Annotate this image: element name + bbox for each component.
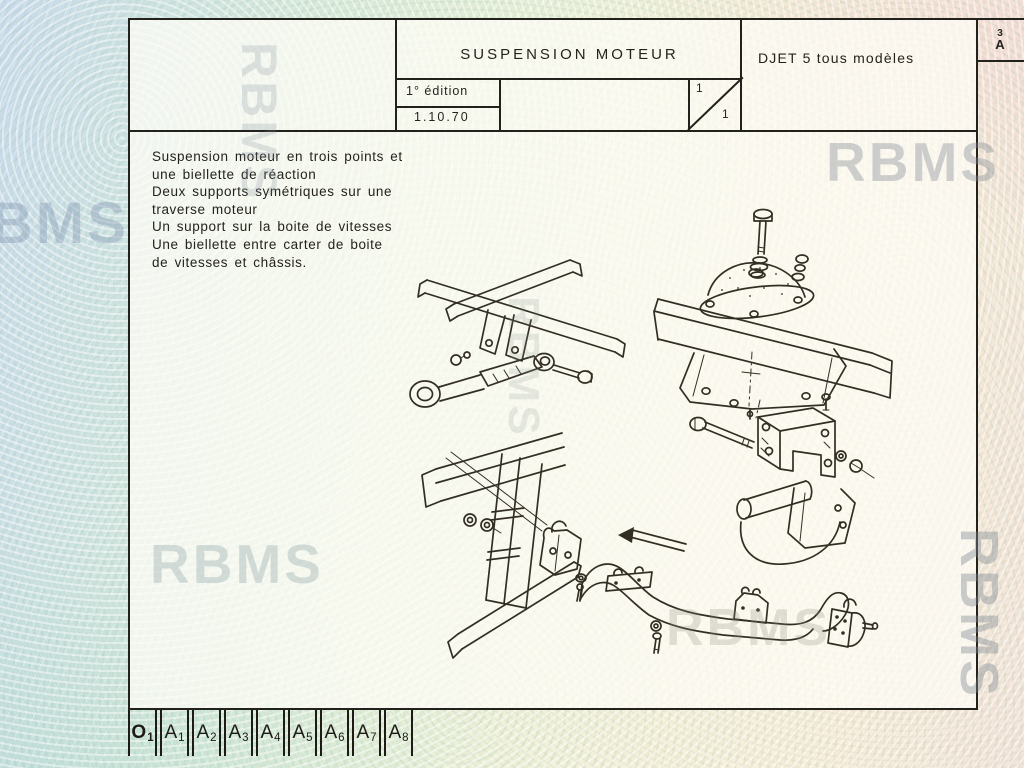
tab-subscript: 2 <box>210 732 217 744</box>
tab-subscript: 4 <box>274 732 281 744</box>
sheet-box-divider <box>688 78 690 130</box>
edition-cell-rule <box>395 106 501 108</box>
description-paragraph: Suspension moteur en trois points et une… <box>152 148 472 271</box>
tab-letter: A <box>324 722 338 743</box>
reaction-link <box>409 351 593 408</box>
engine-crossmember <box>579 563 879 654</box>
sheet-total: 1 <box>722 107 729 121</box>
tab-subscript: 1 <box>178 732 185 744</box>
watermark: RBMS <box>0 191 129 256</box>
mounting-plate <box>539 520 687 602</box>
description-line: Deux supports symétriques sur une <box>152 184 393 200</box>
tab-subscript: 6 <box>338 732 345 744</box>
tab-subscript: 7 <box>370 732 377 744</box>
tab-letter: A <box>164 722 178 743</box>
edition-label: 1° édition <box>406 84 469 98</box>
section-marker-letter: A <box>995 37 1005 52</box>
description-line: Un support sur la boite de vitesses <box>152 219 393 235</box>
page-title: SUSPENSION MOTEUR <box>460 46 679 63</box>
tab-subscript: 1 <box>147 732 154 744</box>
description-line: Suspension moteur en trois points et <box>152 149 403 164</box>
chassis-frame <box>421 432 582 659</box>
description-line: traverse moteur <box>152 201 258 217</box>
engine-mount-assembly <box>653 208 893 420</box>
model-name: DJET 5 tous modèles <box>758 50 915 66</box>
exploded-diagram <box>409 208 893 659</box>
edition-cell-divider <box>499 78 501 130</box>
gearbox-support <box>736 480 856 565</box>
document-page: SUSPENSION MOTEUR DJET 5 tous modèles 1°… <box>128 18 978 710</box>
header-divider-left <box>395 20 397 130</box>
tab-letter: A <box>196 722 210 743</box>
header-divider-right <box>740 20 742 130</box>
tab-letter: O <box>131 722 147 743</box>
edition-date: 1.10.70 <box>414 110 470 124</box>
sheet-number: 1 <box>696 81 703 95</box>
tab-letter: A <box>228 722 242 743</box>
tab-subscript: 5 <box>306 732 313 744</box>
tab-letter: A <box>356 722 370 743</box>
description-line: une biellette de réaction <box>152 166 317 182</box>
gearbox-bracket-assembly <box>689 393 875 479</box>
section-marker-number: 3 <box>997 28 1003 39</box>
tab-letter: A <box>292 722 306 743</box>
section-marker-tab: 3 A <box>976 18 1024 62</box>
tab-subscript: 3 <box>242 732 249 744</box>
description-line: Une biellette entre carter de boite <box>152 236 383 252</box>
tab-subscript: 8 <box>402 732 409 744</box>
header-bottom-rule <box>130 130 976 132</box>
tab-letter: A <box>388 722 402 743</box>
cross-beams <box>417 259 626 362</box>
description-line: de vitesses et châssis. <box>152 254 307 270</box>
tab-letter: A <box>260 722 274 743</box>
subheader-rule <box>395 78 742 80</box>
